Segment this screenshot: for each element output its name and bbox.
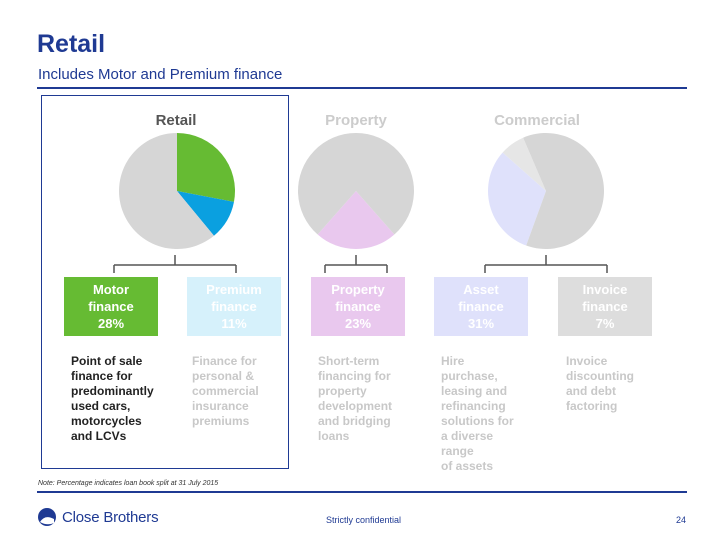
tile-label: Property	[331, 282, 385, 297]
description-line: Invoice	[566, 354, 608, 368]
footnote: Note: Percentage indicates loan book spl…	[38, 480, 219, 487]
tile-label: Invoice	[582, 282, 628, 297]
close-brothers-logo-icon	[38, 508, 56, 526]
description-line: used cars,	[71, 399, 131, 413]
tile-label: finance	[582, 299, 628, 314]
tile-label: finance	[211, 299, 257, 314]
description-line: Hire	[441, 354, 465, 368]
retail-pie-chart	[118, 133, 235, 249]
tile-premium-finance: Premium finance 11%	[187, 277, 281, 336]
description-line: personal &	[192, 369, 255, 383]
description-line: property	[318, 384, 367, 398]
description-line: leasing and	[441, 384, 508, 398]
page-title: Retail	[37, 30, 106, 58]
top-rule	[37, 87, 687, 89]
tile-share: 7%	[595, 316, 615, 331]
tile-label: finance	[458, 299, 504, 314]
description-line: factoring	[566, 399, 618, 413]
description-line: solutions for	[441, 414, 514, 428]
page-number: 24	[676, 515, 687, 525]
property-bracket	[324, 255, 388, 273]
description-line: Point of sale	[71, 354, 143, 368]
description-line: and debt	[566, 384, 616, 398]
tile-share: 28%	[97, 316, 125, 331]
tile-label: finance	[88, 299, 134, 314]
description-line: premiums	[192, 414, 250, 428]
retail-bracket	[113, 255, 237, 273]
description-line: finance for	[71, 369, 133, 383]
column-heading-property: Property	[325, 112, 387, 129]
brand-logo[interactable]: Close Brothers	[37, 507, 159, 527]
commercial-bracket	[484, 255, 608, 273]
brand-name: Close Brothers	[62, 508, 159, 526]
tile-property-finance: Property finance 23%	[311, 277, 405, 336]
description-line: and bridging	[318, 414, 391, 428]
description-line: insurance	[192, 399, 249, 413]
description-line: loans	[318, 429, 350, 443]
column-heading-commercial: Commercial	[494, 112, 580, 129]
tile-label: Motor	[92, 282, 130, 297]
tile-label: Premium	[206, 282, 262, 297]
pie-slice	[502, 137, 546, 191]
description-line: Finance for	[192, 354, 257, 368]
pie-slice	[177, 191, 234, 236]
description-line: development	[318, 399, 393, 413]
pie-slice	[488, 152, 546, 246]
description-line: commercial	[192, 384, 259, 398]
description-line: refinancing	[441, 399, 506, 413]
description-line: and LCVs	[71, 429, 127, 443]
description-line: of assets	[441, 459, 494, 473]
tile-invoice-finance: Invoice finance 7%	[558, 277, 652, 336]
tile-asset-finance: Asset finance 31%	[434, 277, 528, 336]
tile-share: 11%	[221, 316, 247, 331]
tile-label: finance	[335, 299, 381, 314]
description-line: range	[441, 444, 474, 458]
bottom-rule	[37, 491, 687, 493]
tile-share: 31%	[467, 316, 495, 331]
commercial-pie-chart	[488, 133, 604, 249]
tile-label: Asset	[463, 282, 499, 297]
pie-slice	[118, 133, 214, 249]
description-line: financing for	[318, 369, 391, 383]
description-line: Short-term	[318, 354, 380, 368]
page-subtitle: Includes Motor and Premium finance	[38, 66, 283, 83]
description-line: a diverse	[441, 429, 494, 443]
pie-slice	[177, 133, 235, 202]
tile-motor-finance: Motor finance 28%	[64, 277, 158, 336]
description-line: discounting	[566, 369, 634, 383]
description-line: predominantly	[71, 384, 154, 398]
tile-share: 23%	[344, 316, 372, 331]
column-heading-retail: Retail	[155, 112, 197, 129]
pie-slice	[298, 133, 414, 235]
pie-slice	[523, 133, 604, 249]
pie-slice	[317, 191, 395, 249]
retail-highlight-box	[41, 95, 289, 469]
description-line: motorcycles	[71, 414, 142, 428]
description-line: purchase,	[441, 369, 498, 383]
property-pie-chart	[298, 133, 414, 249]
confidential-label: Strictly confidential	[326, 515, 402, 525]
